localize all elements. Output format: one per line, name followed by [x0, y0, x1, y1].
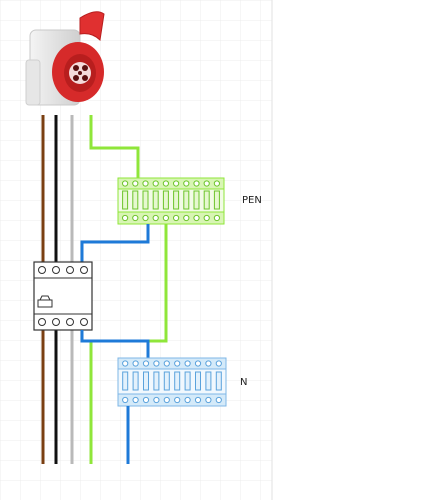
terminal-screw [122, 360, 129, 367]
terminal-clamp [122, 190, 129, 210]
industrial-socket-icon [25, 11, 105, 106]
terminal-screw [163, 360, 170, 367]
terminal-screw [122, 396, 129, 404]
terminal-screw [142, 396, 150, 404]
terminal-screw [194, 360, 202, 367]
terminal-screw [153, 360, 160, 367]
terminal-screw [193, 180, 200, 187]
terminal-clamp [195, 371, 201, 391]
terminal-screw [122, 214, 129, 222]
terminal-clamp [132, 190, 139, 210]
pen-busbar [117, 177, 225, 225]
terminal-screw [213, 180, 220, 187]
terminal-screw [173, 214, 180, 222]
terminal-screw [174, 396, 181, 404]
terminal-screw [153, 396, 160, 404]
terminal-clamp [142, 190, 149, 210]
terminal-screw [174, 360, 181, 367]
terminal-clamp [122, 371, 129, 391]
terminal-screw [163, 396, 170, 404]
terminal-screw [183, 214, 190, 222]
terminal-screw [184, 360, 191, 367]
terminal-screw [132, 214, 139, 222]
terminal-screw [203, 180, 210, 187]
terminal-clamp [143, 371, 149, 391]
terminal-screw [152, 214, 159, 222]
terminal-screw [183, 180, 190, 187]
terminal-clamp [173, 190, 180, 210]
blue-wire-breaker-n [80, 330, 150, 358]
terminal-screw [213, 214, 220, 222]
terminal-screw [162, 214, 169, 222]
terminal-clamp [153, 371, 160, 391]
terminal-screw [173, 180, 180, 187]
terminal-screw [142, 180, 149, 187]
terminal-screw [215, 360, 222, 367]
terminal-clamp [205, 371, 212, 391]
pen-label: PEN [242, 195, 262, 206]
terminal-screw [132, 396, 139, 404]
terminal-screw [162, 180, 169, 187]
terminal-screw [152, 180, 159, 187]
terminal-clamp [174, 371, 181, 391]
terminal-screw [205, 360, 212, 367]
terminal-screw [132, 360, 139, 367]
terminal-screw [205, 396, 212, 404]
terminal-clamp [162, 190, 169, 210]
terminal-screw [142, 360, 150, 367]
terminal-clamp [132, 371, 139, 391]
terminal-clamp [184, 371, 191, 391]
terminal-clamp [193, 190, 200, 210]
terminal-clamp [183, 190, 190, 210]
terminal-screw [122, 180, 129, 187]
terminal-screw [184, 396, 191, 404]
terminal-clamp [152, 190, 159, 210]
terminal-screw [132, 180, 139, 187]
terminal-screw [215, 396, 222, 404]
terminal-clamp [203, 190, 210, 210]
n-label: N [240, 377, 247, 388]
blue-wire-pen-breaker [80, 224, 150, 262]
terminal-screw [203, 214, 210, 222]
terminal-clamp [163, 371, 170, 391]
rcd-breaker-icon [33, 261, 93, 331]
terminal-screw [142, 214, 149, 222]
terminal-screw [193, 214, 200, 222]
terminal-screw [194, 396, 202, 404]
terminal-clamp [215, 371, 222, 391]
terminal-clamp [213, 190, 220, 210]
n-busbar [117, 357, 227, 407]
